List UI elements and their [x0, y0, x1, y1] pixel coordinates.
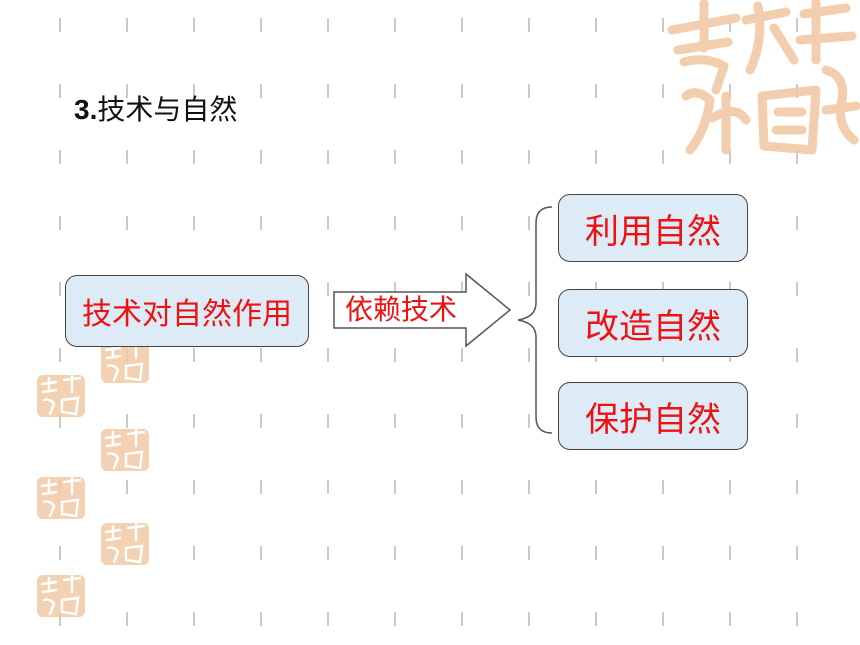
block-arrow: [333, 272, 512, 348]
source-box: 技术对自然作用: [65, 275, 309, 347]
target-box-use: 利用自然: [558, 194, 748, 262]
decorative-seal-large: [667, 0, 860, 155]
decorative-seal-small: [37, 476, 85, 519]
arrow-label: 依赖技术: [345, 293, 458, 326]
decorative-seal-small: [37, 374, 85, 417]
target-label-use: 利用自然: [585, 211, 721, 252]
title-text: 技术与自然: [97, 93, 238, 126]
decorative-seal-small: [101, 522, 149, 565]
left-brace: [517, 206, 553, 434]
decorative-seal-small: [101, 428, 149, 471]
target-label-protect: 保护自然: [585, 399, 721, 440]
target-box-protect: 保护自然: [558, 382, 748, 450]
slide-title: 3.技术与自然: [74, 88, 237, 128]
title-number: 3.: [74, 94, 98, 125]
target-box-transform: 改造自然: [558, 289, 748, 357]
decorative-seal-small: [37, 574, 85, 617]
source-label: 技术对自然作用: [82, 297, 292, 332]
target-label-transform: 改造自然: [585, 306, 721, 347]
